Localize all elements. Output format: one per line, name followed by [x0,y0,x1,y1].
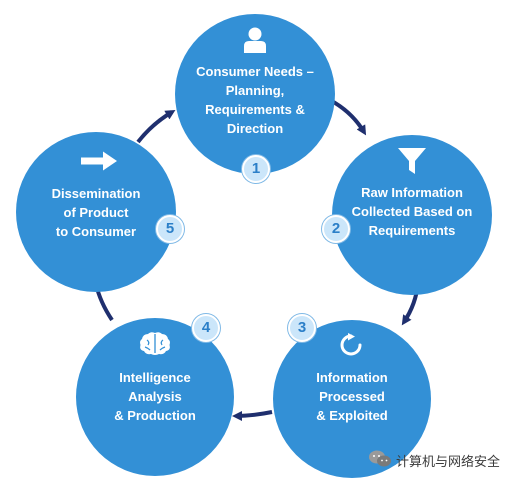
arrow-5-to-1 [136,109,176,144]
stage-2-label: Raw Information Collected Based on Requi… [351,185,473,238]
watermark: 计算机与网络安全 [368,448,508,472]
stage-5-label: Dissemination of Product to Consumer [51,186,141,239]
stage-3-circle [273,320,431,478]
stage-3-label: Information Processed & Exploited [316,370,388,423]
arrow-right-icon [81,151,117,171]
wechat-icon [369,450,391,467]
stage-2-badge: 2 [322,215,350,243]
refresh-icon [340,333,362,356]
stage-1-label: Consumer Needs – Planning, Requirements … [196,64,314,136]
stage-1-badge: 1 [242,155,270,183]
person-icon [244,27,266,53]
arrow-1-to-2 [329,98,367,136]
stage-3-badge: 3 [288,314,316,342]
stage-1-circle [175,14,335,174]
brain-icon [140,332,170,355]
watermark-text: 计算机与网络安全 [396,455,501,470]
stage-4-badge: 4 [192,314,220,342]
arrow-3-to-4 [232,410,273,421]
funnel-icon [398,148,426,174]
stage-4-label: Intelligence Analysis & Production [114,370,196,423]
stage-5-badge: 5 [156,215,184,243]
